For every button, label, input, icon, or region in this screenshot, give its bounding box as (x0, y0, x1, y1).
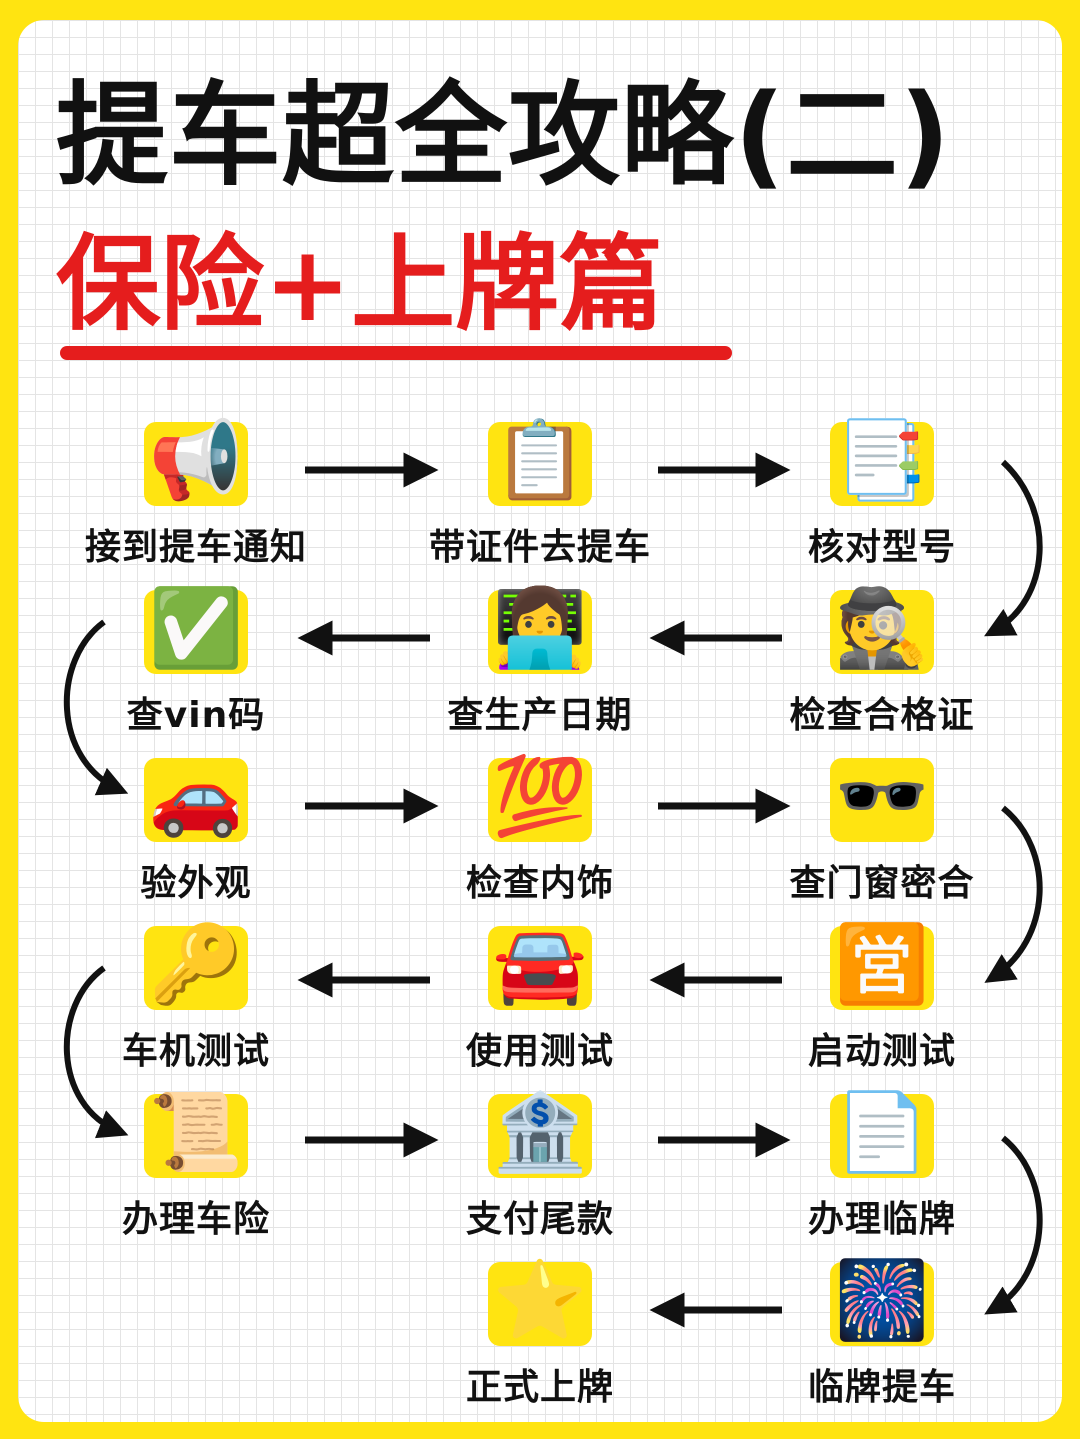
megaphone-icon: 📢 (148, 415, 244, 504)
poster-card (18, 20, 1062, 1422)
step-receive-notice: 📢接到提车通知 (76, 422, 316, 572)
step-label: 检查合格证 (789, 695, 975, 736)
detective-icon: 🕵️ (834, 583, 930, 672)
step-usage-test: 🚘使用测试 (420, 926, 660, 1076)
step-label: 核对型号 (807, 527, 956, 568)
arrow-curve-left (63, 965, 129, 1139)
icon-tile (830, 758, 934, 842)
icon-tile (488, 1094, 592, 1178)
red-car-icon: 🚗 (148, 751, 244, 840)
open-for-business-icon: 🈺 (834, 919, 930, 1008)
step-label: 查vin码 (126, 695, 266, 736)
step-label: 查门窗密合 (789, 863, 975, 904)
step-label: 使用测试 (465, 1031, 614, 1072)
woman-laptop-icon: 👩‍💻 (492, 583, 588, 672)
step-label: 启动测试 (807, 1031, 956, 1072)
step-pay-balance: 🏦支付尾款 (420, 1094, 660, 1244)
step-label: 办理临牌 (807, 1199, 956, 1240)
step-label: 检查内饰 (465, 863, 614, 904)
sunglasses-icon: 🕶️ (834, 751, 930, 840)
step-label: 临牌提车 (807, 1367, 956, 1408)
icon-tile (830, 926, 934, 1010)
bank-icon: 🏦 (492, 1087, 588, 1176)
step-check-interior: 💯检查内饰 (420, 758, 660, 908)
step-label: 正式上牌 (465, 1367, 614, 1408)
star-icon: ⭐ (492, 1255, 588, 1344)
icon-tile (488, 1262, 592, 1346)
arrow-curve-left (63, 619, 129, 796)
step-label: 车机测试 (121, 1031, 270, 1072)
step-infotainment-test: 🔑车机测试 (76, 926, 316, 1076)
step-temporary-plate-pickup: 🎆临牌提车 (762, 1262, 1002, 1412)
icon-tile (488, 590, 592, 674)
document-icon: 📄 (834, 1087, 930, 1176)
icon-tile (830, 1094, 934, 1178)
icon-tile (144, 758, 248, 842)
arrow-curve-right (984, 805, 1043, 983)
subtitle-underline (60, 346, 732, 360)
step-official-plate: ⭐正式上牌 (420, 1262, 660, 1412)
check-mark-icon: ✅ (148, 583, 244, 672)
hundred-points-icon: 💯 (492, 751, 588, 840)
step-label: 办理车险 (121, 1199, 270, 1240)
icon-tile (144, 590, 248, 674)
step-car-insurance: 📜办理车险 (76, 1094, 316, 1244)
step-check-door-window-seal: 🕶️查门窗密合 (762, 758, 1002, 908)
step-inspect-exterior: 🚗验外观 (76, 758, 316, 908)
key-icon: 🔑 (148, 919, 244, 1008)
step-label: 验外观 (140, 863, 252, 904)
step-check-production-date: 👩‍💻查生产日期 (420, 590, 660, 740)
icon-tile (488, 422, 592, 506)
page-title: 提车超全攻略(二) (56, 71, 952, 201)
step-label: 接到提车通知 (84, 527, 307, 568)
icon-tile (830, 422, 934, 506)
fireworks-icon: 🎆 (834, 1255, 930, 1344)
icon-tile (144, 926, 248, 1010)
step-label: 带证件去提车 (428, 527, 651, 568)
step-label: 支付尾款 (465, 1199, 614, 1240)
icon-tile (830, 590, 934, 674)
scroll-icon: 📜 (148, 1087, 244, 1176)
icon-tile (144, 422, 248, 506)
clipboard-icon: 📋 (492, 415, 588, 504)
icon-tile (830, 1262, 934, 1346)
arrow-curve-right (984, 459, 1043, 637)
icon-tile (488, 758, 592, 842)
car-front-icon: 🚘 (492, 919, 588, 1008)
step-label: 查生产日期 (447, 695, 633, 736)
step-bring-documents: 📋带证件去提车 (420, 422, 660, 572)
step-start-test: 🈺启动测试 (762, 926, 1002, 1076)
documents-icon: 📑 (834, 415, 930, 504)
arrow-curve-right (984, 1135, 1043, 1315)
step-check-certificate: 🕵️检查合格证 (762, 590, 1002, 740)
step-check-model: 📑核对型号 (762, 422, 1002, 572)
icon-tile (144, 1094, 248, 1178)
step-temporary-plate: 📄办理临牌 (762, 1094, 1002, 1244)
step-check-vin: ✅查vin码 (76, 590, 316, 740)
page-subtitle: 保险+上牌篇 (56, 223, 664, 345)
icon-tile (488, 926, 592, 1010)
